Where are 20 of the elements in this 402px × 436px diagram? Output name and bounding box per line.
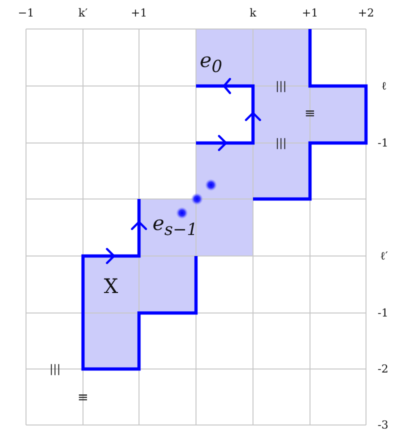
axis-tick-label: +2 bbox=[358, 8, 374, 18]
axis-tick-label: -3 bbox=[378, 420, 388, 430]
axis-tick-label: -2 bbox=[378, 364, 388, 374]
axis-tick-label: ℓ bbox=[381, 80, 387, 92]
axis-tick-label: +1 bbox=[130, 8, 148, 18]
tick-mark-label: ||| bbox=[49, 364, 61, 374]
axis-tick-label: -1 bbox=[378, 138, 388, 148]
region-label: X bbox=[104, 276, 118, 296]
axis-tick-label: k′ bbox=[78, 8, 88, 18]
axis-tick-label: ℓ′ bbox=[380, 250, 388, 262]
tick-mark-label: ≡ bbox=[78, 392, 88, 404]
axis-tick-label: −1 bbox=[18, 8, 34, 18]
math-label: e$_{s−1}$ bbox=[152, 213, 198, 239]
tick-mark-label: ||| bbox=[275, 80, 287, 92]
axis-tick-label: +1 bbox=[302, 8, 318, 18]
tick-mark-label: ≡ bbox=[304, 108, 316, 120]
axis-tick-label: k bbox=[250, 8, 256, 18]
math-label: e$_{0}$ bbox=[200, 50, 222, 76]
tick-mark-label: ||| bbox=[275, 138, 287, 148]
axis-tick-label: -1 bbox=[378, 308, 388, 318]
